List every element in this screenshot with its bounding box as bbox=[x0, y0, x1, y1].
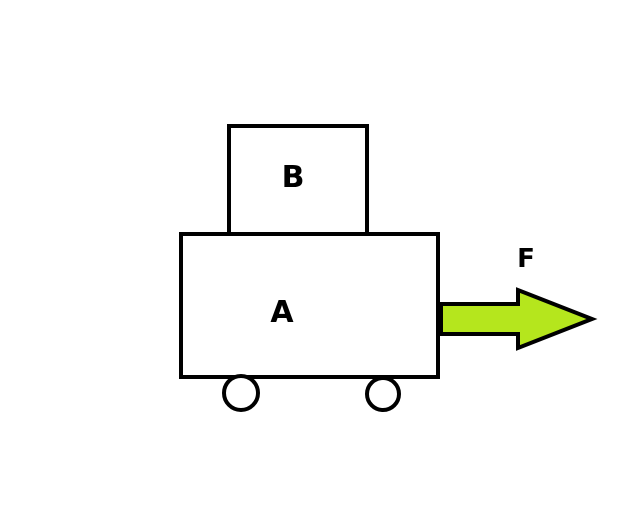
block-b bbox=[227, 124, 369, 236]
block-a bbox=[179, 232, 440, 379]
wheel-right bbox=[365, 376, 401, 412]
block-a-label: A bbox=[270, 295, 294, 330]
block-b-label: B bbox=[282, 160, 305, 195]
wheel-left bbox=[222, 374, 260, 412]
force-arrow bbox=[439, 287, 598, 351]
force-label: F bbox=[517, 244, 535, 274]
